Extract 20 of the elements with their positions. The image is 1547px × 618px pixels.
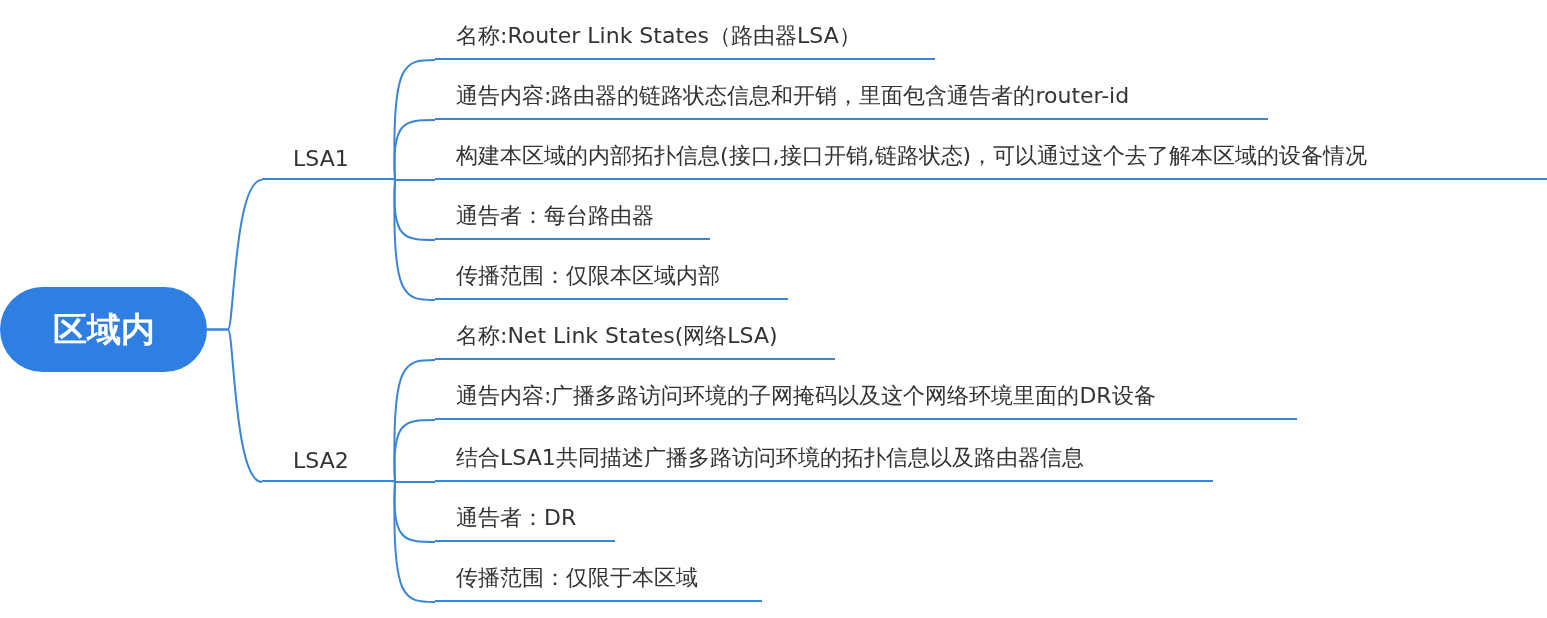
topic-text: 通告内容:路由器的链路状态信息和开销，里面包含通告者的router-id <box>456 82 1130 110</box>
topic-text: LSA1 <box>293 146 349 171</box>
connector-line <box>393 481 436 483</box>
connector-line <box>393 119 436 181</box>
topic-text: 传播范围：仅限本区域内部 <box>456 262 720 290</box>
connector-line <box>393 179 436 181</box>
connector-line <box>393 481 436 603</box>
connector-line <box>206 328 263 483</box>
topic-text: LSA2 <box>293 448 349 473</box>
connector-line <box>393 179 436 301</box>
topic-text: 通告内容:广播多路访问环境的子网掩码以及这个网络环境里面的DR设备 <box>456 382 1156 410</box>
topic-text: 传播范围：仅限于本区域 <box>456 564 698 592</box>
central-topic: 区域内 <box>0 287 207 372</box>
topic-text: 名称:Router Link States（路由器LSA） <box>456 22 861 50</box>
topic-text: 结合LSA1共同描述广播多路访问环境的拓扑信息以及路由器信息 <box>456 444 1084 472</box>
topic-text: 名称:Net Link States(网络LSA) <box>456 322 778 350</box>
topic-text: 构建本区域的内部拓扑信息(接口,接口开销,链路状态)，可以通过这个去了解本区域的设备情况 <box>456 142 1368 170</box>
topic-text: 通告者：DR <box>456 504 577 532</box>
topic-text: 通告者：每台路由器 <box>456 202 654 230</box>
connector-line <box>393 419 436 483</box>
